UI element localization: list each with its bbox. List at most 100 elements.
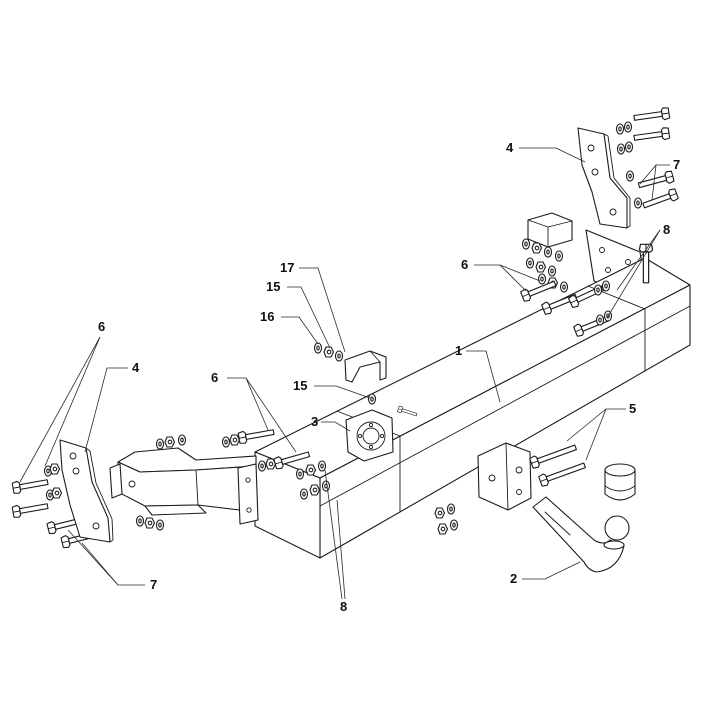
washer bbox=[559, 281, 569, 293]
bolt bbox=[632, 106, 671, 125]
tow-ball-cover bbox=[604, 469, 636, 501]
washer bbox=[633, 197, 643, 209]
washer bbox=[624, 141, 634, 153]
bolt-hole bbox=[72, 467, 80, 475]
bolt bbox=[537, 459, 588, 488]
washer bbox=[601, 280, 611, 292]
left-arm-bend-line bbox=[195, 469, 199, 506]
bolt-hole bbox=[587, 144, 595, 152]
washer bbox=[135, 515, 145, 527]
callout-7: 7 bbox=[150, 577, 157, 592]
leader-line bbox=[299, 267, 346, 353]
main-beam bbox=[254, 257, 691, 559]
leader-line bbox=[522, 561, 581, 580]
nut bbox=[323, 346, 335, 358]
washer bbox=[521, 238, 531, 250]
leader-line bbox=[651, 164, 657, 201]
callout-2: 2 bbox=[510, 571, 517, 586]
right-bracket-plate bbox=[577, 127, 628, 229]
callout-6: 6 bbox=[461, 257, 468, 272]
clip-assembly bbox=[313, 342, 387, 383]
bolt-hole bbox=[625, 259, 631, 265]
callout-8: 8 bbox=[663, 222, 670, 237]
bolt bbox=[632, 126, 671, 145]
washer bbox=[543, 246, 553, 258]
bolt-hole bbox=[591, 168, 599, 176]
leader-line bbox=[474, 264, 527, 292]
nut bbox=[434, 507, 446, 519]
callout-15: 15 bbox=[266, 279, 280, 294]
clip-bend-line bbox=[369, 350, 381, 363]
callout-17: 17 bbox=[280, 260, 294, 275]
ball-mount-bolts bbox=[528, 441, 588, 488]
washer bbox=[257, 460, 267, 472]
washer bbox=[155, 519, 165, 531]
bolt-hole bbox=[515, 466, 523, 474]
leader-line bbox=[336, 499, 346, 600]
tow-ball bbox=[604, 515, 630, 541]
leader-lines bbox=[19, 147, 670, 600]
callout-4: 4 bbox=[132, 360, 140, 375]
washer bbox=[155, 438, 165, 450]
bolt-hole bbox=[92, 522, 100, 530]
callout-16: 16 bbox=[260, 309, 274, 324]
lower-left-fasteners bbox=[135, 515, 165, 531]
bolt-hole bbox=[379, 433, 385, 439]
callout-8: 8 bbox=[340, 599, 347, 614]
callout-6: 6 bbox=[98, 319, 105, 334]
leader-line bbox=[227, 377, 269, 431]
tow-ball-flange bbox=[603, 540, 625, 550]
leader-line bbox=[606, 229, 661, 319]
bolt-hole bbox=[246, 507, 252, 513]
bolt-hole bbox=[599, 247, 605, 253]
leader-line bbox=[585, 408, 607, 461]
bolt-hole bbox=[609, 208, 617, 216]
washer bbox=[623, 121, 633, 133]
leader-line bbox=[314, 385, 371, 399]
leader-line bbox=[44, 336, 101, 467]
nut bbox=[531, 242, 543, 254]
washer bbox=[547, 265, 557, 277]
left-mounting-bracket bbox=[59, 439, 114, 543]
washer bbox=[295, 468, 305, 480]
leader-line bbox=[321, 421, 351, 432]
washer bbox=[449, 519, 459, 531]
leader-line bbox=[519, 147, 586, 163]
bolt-hole bbox=[245, 477, 251, 483]
washer bbox=[221, 436, 231, 448]
clip-bracket bbox=[344, 350, 387, 383]
right-bracket-edge bbox=[603, 133, 631, 229]
leader-line bbox=[19, 336, 101, 483]
tow-ball-arm bbox=[532, 496, 625, 573]
nut bbox=[305, 464, 317, 476]
callout-1: 1 bbox=[455, 343, 462, 358]
bolt bbox=[237, 425, 276, 445]
nut bbox=[49, 463, 61, 475]
nut bbox=[309, 484, 321, 496]
leader-line bbox=[466, 350, 501, 403]
callout-3: 3 bbox=[311, 414, 318, 429]
bolt-hole bbox=[69, 452, 77, 460]
right-mounting-bracket bbox=[577, 127, 631, 229]
nut bbox=[164, 436, 176, 448]
nut bbox=[437, 523, 449, 535]
leader-line bbox=[81, 542, 119, 586]
left-side-arm bbox=[109, 447, 259, 525]
hitch-plate-edge bbox=[505, 442, 509, 511]
washer bbox=[615, 123, 625, 135]
tow-ball-cover-band bbox=[604, 485, 636, 492]
leader-line bbox=[287, 286, 331, 349]
bolt-hole bbox=[516, 489, 522, 495]
leader-line bbox=[324, 469, 343, 600]
left-upper-fasteners bbox=[11, 463, 63, 519]
washer bbox=[537, 273, 547, 285]
washer bbox=[299, 488, 309, 500]
callout-5: 5 bbox=[629, 401, 636, 416]
washer bbox=[625, 170, 635, 182]
tow-ball-assembly bbox=[532, 463, 636, 573]
bolt-hole bbox=[368, 444, 374, 450]
left-arm-lower-flange bbox=[144, 504, 207, 516]
tube-stub-body bbox=[527, 212, 573, 248]
callout-labels: 4 7 8 6 17 15 16 1 6 4 6 15 3 5 7 2 8 bbox=[98, 140, 680, 614]
right-top-fasteners bbox=[615, 106, 680, 212]
